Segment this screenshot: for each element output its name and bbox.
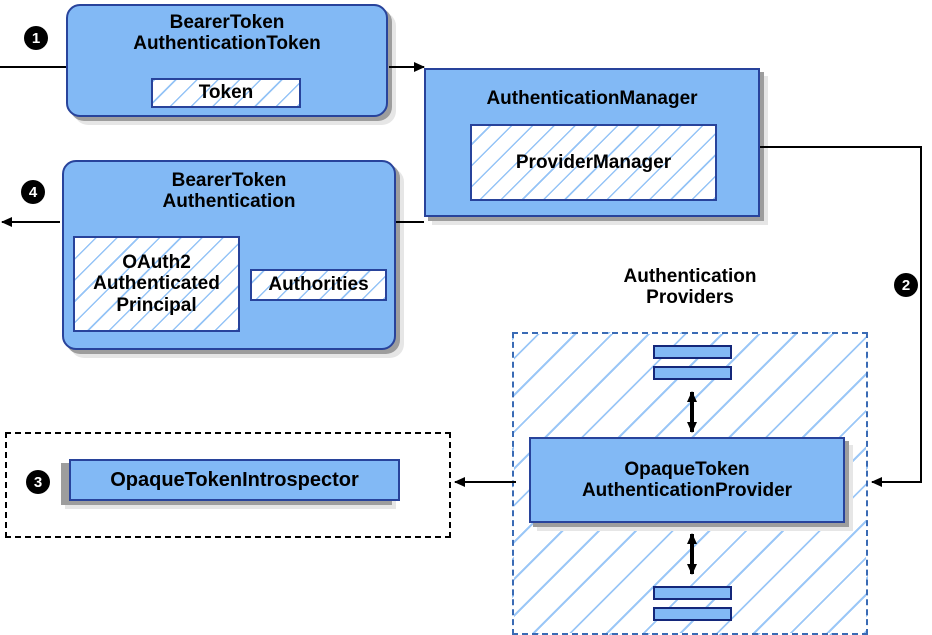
provider-bar-bottom-2 bbox=[653, 607, 732, 621]
step-badge-1: 1 bbox=[24, 26, 48, 50]
step-badge-2: 2 bbox=[894, 273, 918, 297]
node-bearer-token-authentication-token[interactable]: BearerToken AuthenticationToken bbox=[66, 4, 388, 117]
step-badge-4: 4 bbox=[21, 180, 45, 204]
provider-manager-box: ProviderManager bbox=[470, 124, 717, 201]
opaque-token-introspector-label: OpaqueTokenIntrospector bbox=[110, 468, 359, 491]
authentication-manager-label: AuthenticationManager bbox=[486, 88, 698, 109]
provider-bar-top-2 bbox=[653, 366, 732, 380]
authentication-providers-label: Authentication Providers bbox=[623, 266, 757, 309]
token-box: Token bbox=[151, 78, 301, 108]
node-opaque-token-authentication-provider[interactable]: OpaqueToken AuthenticationProvider bbox=[529, 437, 845, 523]
step-badge-3: 3 bbox=[26, 470, 50, 494]
node-opaque-token-introspector[interactable]: OpaqueTokenIntrospector bbox=[69, 459, 400, 501]
bearer-token-authentication-token-label: BearerToken AuthenticationToken bbox=[133, 12, 321, 55]
bearer-token-authentication-label: BearerToken Authentication bbox=[162, 170, 296, 213]
introspector-group-panel bbox=[5, 432, 451, 538]
oauth2-authenticated-principal-box: OAuth2 Authenticated Principal bbox=[73, 236, 240, 332]
opaque-token-authentication-provider-label: OpaqueToken AuthenticationProvider bbox=[581, 458, 793, 501]
authorities-box: Authorities bbox=[250, 269, 387, 301]
provider-bar-bottom-1 bbox=[653, 586, 732, 600]
provider-bar-top-1 bbox=[653, 345, 732, 359]
